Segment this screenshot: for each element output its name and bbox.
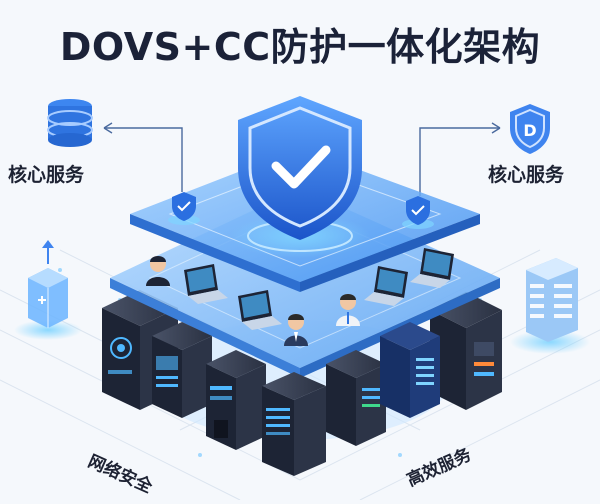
shield-check-icon <box>168 192 434 229</box>
shield-d-icon: D <box>510 104 550 154</box>
person-icon <box>146 256 360 346</box>
page-title: DOVS+CC防护一体化架构 <box>59 25 541 69</box>
database-icon <box>47 99 93 147</box>
building-icon <box>510 258 590 354</box>
connector-right <box>419 122 501 196</box>
laptop-icon <box>184 248 454 330</box>
main-shield-icon <box>230 96 370 258</box>
cube-icon <box>14 240 82 340</box>
core-service-left-label: 核心服务 <box>8 164 85 186</box>
server-icon <box>152 322 440 476</box>
core-service-right-label: 核心服务 <box>488 164 565 186</box>
svg-text:D: D <box>523 121 536 140</box>
connector-left <box>103 122 183 192</box>
